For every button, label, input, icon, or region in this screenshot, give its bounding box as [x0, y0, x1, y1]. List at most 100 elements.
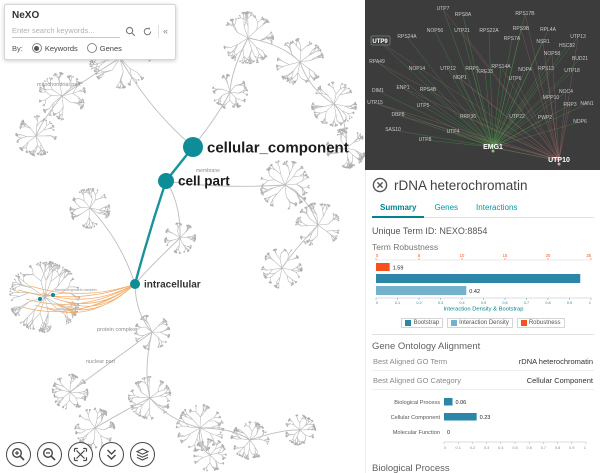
gene-node-label[interactable]: UTP6: [509, 76, 522, 82]
gene-node-label[interactable]: NOP58: [544, 51, 561, 57]
term-node-cell-part[interactable]: [158, 173, 174, 189]
svg-text:0.8: 0.8: [545, 301, 550, 305]
svg-text:0.23: 0.23: [480, 415, 491, 421]
gene-node-label[interactable]: UTP13: [570, 34, 586, 40]
gene-node-label[interactable]: BUD21: [572, 56, 588, 62]
gene-node-label[interactable]: NOP6: [573, 119, 587, 125]
gene-node-label[interactable]: ENP1: [396, 85, 409, 91]
gene-node-label[interactable]: RRP3: [563, 102, 577, 108]
detail-tabs: Summary Genes Interactions: [372, 200, 594, 218]
gene-node-label[interactable]: NOP56: [427, 28, 444, 34]
gene-node-label[interactable]: UTP7: [437, 6, 450, 12]
gene-node-label[interactable]: UTP4: [447, 129, 460, 135]
gene-node-label[interactable]: NOP14: [409, 66, 426, 72]
gene-node-label[interactable]: RRP9: [465, 66, 479, 72]
divider: [157, 24, 159, 38]
term-node-cellular-component[interactable]: [183, 137, 203, 157]
gene-node-label[interactable]: UTP10: [548, 157, 570, 164]
svg-text:1.59: 1.59: [393, 266, 404, 272]
collapse-panel-chevron-icon[interactable]: «: [162, 25, 168, 36]
gene-node-label[interactable]: NSR1: [536, 39, 550, 45]
svg-text:5: 5: [418, 253, 421, 258]
gene-node-label[interactable]: UTP12: [440, 66, 456, 72]
svg-text:0.2: 0.2: [416, 301, 421, 305]
svg-text:20: 20: [546, 253, 551, 258]
tab-genes[interactable]: Genes: [434, 203, 459, 212]
gene-node-label[interactable]: RPS14A: [491, 64, 511, 70]
gene-node-label[interactable]: RPS8A: [455, 12, 472, 18]
gene-node-label[interactable]: NAN1: [580, 101, 594, 107]
radio-keywords[interactable]: Keywords: [31, 43, 78, 53]
gene-node-label[interactable]: UTP9: [372, 39, 388, 45]
gene-node-label[interactable]: RPS24A: [397, 34, 417, 40]
gene-node-label[interactable]: RPS13: [538, 66, 554, 72]
gene-node-label[interactable]: RPS4B: [420, 87, 437, 93]
tree-term-label[interactable]: mitochondrial part: [37, 82, 81, 88]
svg-text:Cellular Component: Cellular Component: [391, 415, 441, 421]
term-label-cell-part[interactable]: cell part: [178, 174, 230, 189]
svg-text:0.42: 0.42: [469, 289, 480, 295]
tree-term-label[interactable]: ribonucleoprotein complex: [55, 288, 97, 292]
radio-genes-circle-icon[interactable]: [86, 43, 97, 53]
gene-node-label[interactable]: UTP15: [367, 100, 383, 106]
legend-swatch: [451, 320, 458, 326]
tab-interactions[interactable]: Interactions: [476, 203, 518, 212]
gene-node-label[interactable]: DIM1: [372, 88, 384, 94]
svg-text:Molecular Function: Molecular Function: [393, 430, 440, 436]
svg-text:0.4: 0.4: [498, 446, 503, 450]
gene-node-label[interactable]: DBP8: [391, 112, 404, 118]
term-label-cellular-component[interactable]: cellular_component: [207, 139, 349, 156]
gene-node-label[interactable]: UTP8: [419, 137, 432, 143]
term-title: rDNA heterochromatin: [394, 177, 528, 193]
term-node-intracellular[interactable]: [130, 279, 140, 289]
zoom-in-button[interactable]: [6, 442, 31, 467]
gene-node-label[interactable]: UTP18: [564, 68, 580, 74]
svg-text:Interaction Density & Bootstra: Interaction Density & Bootstrap: [444, 307, 524, 313]
gene-node-label[interactable]: PWP2: [538, 115, 552, 121]
radio-genes-label: Genes: [99, 43, 122, 53]
svg-text:0.9: 0.9: [567, 301, 572, 305]
search-input[interactable]: [12, 24, 120, 38]
by-label: By:: [12, 43, 23, 53]
gene-node-label[interactable]: RPS17B: [515, 11, 535, 17]
tree-term-label[interactable]: protein complex: [97, 327, 136, 333]
reset-search-icon[interactable]: [141, 25, 154, 38]
layers-button[interactable]: [130, 442, 155, 467]
gene-node-label[interactable]: RPA49: [369, 59, 385, 65]
gene-node-label[interactable]: UTP22: [509, 114, 525, 120]
term-label-intracellular[interactable]: intracellular: [144, 280, 201, 291]
gene-node-label[interactable]: NOP4: [518, 67, 532, 73]
gene-node-label[interactable]: RPL4A: [540, 27, 557, 33]
gene-node-label[interactable]: RPS7A: [504, 36, 521, 42]
gene-node-label[interactable]: HSC82: [559, 43, 575, 49]
gene-node-label[interactable]: RPS22A: [479, 28, 499, 34]
detail-header: rDNA heterochromatin: [372, 177, 594, 193]
search-icon[interactable]: [124, 25, 137, 38]
gene-node-label[interactable]: NOP1: [453, 75, 467, 81]
gene-node-label[interactable]: RPS9B: [513, 26, 530, 32]
radio-keywords-circle-icon[interactable]: [31, 43, 42, 53]
gene-node-label[interactable]: EMG1: [483, 144, 503, 151]
fit-view-button[interactable]: [68, 442, 93, 467]
gene-node-label[interactable]: UTP5: [417, 103, 430, 109]
gene-node-label[interactable]: UTP21: [454, 28, 470, 34]
tab-summary[interactable]: Summary: [372, 200, 425, 218]
gene-node-label[interactable]: MPP10: [543, 95, 560, 101]
collapse-tree-button[interactable]: [99, 442, 124, 467]
gene-node-label[interactable]: KRE33: [477, 69, 493, 75]
gene-node-label[interactable]: SAS10: [385, 127, 401, 133]
robustness-section-title: Term Robustness: [372, 242, 439, 252]
tree-term-label[interactable]: membrane: [196, 168, 220, 174]
tree-term-label[interactable]: nuclear part: [86, 359, 116, 365]
gene-node-label[interactable]: NOC4: [559, 89, 573, 95]
gene-node-label[interactable]: RRP36: [460, 114, 476, 120]
close-icon[interactable]: [372, 177, 388, 193]
zoom-out-button[interactable]: [37, 442, 62, 467]
radio-genes[interactable]: Genes: [86, 43, 122, 53]
